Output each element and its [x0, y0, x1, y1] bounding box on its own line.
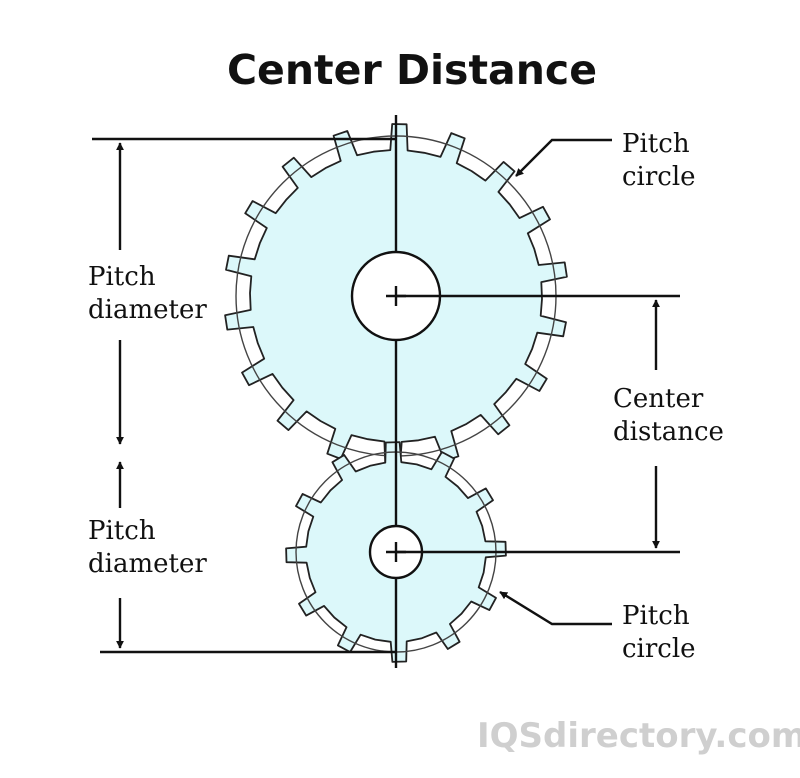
svg-text:circle: circle: [622, 162, 696, 192]
svg-text:circle: circle: [622, 634, 696, 664]
bottom-pitch-circle-leader: [499, 590, 612, 626]
svg-text:Pitch: Pitch: [622, 601, 690, 631]
svg-text:distance: distance: [613, 417, 724, 447]
top-pitch-circle-leader: [515, 138, 612, 177]
watermark: IQSdirectory.com: [477, 716, 800, 756]
bottom-pitch-diameter-label: Pitch diameter: [88, 516, 207, 579]
top-pitch-diameter-label: Pitch diameter: [88, 262, 207, 325]
top-pitch-circle-label: Pitch circle: [622, 129, 696, 192]
svg-text:Center: Center: [613, 384, 704, 414]
svg-text:diameter: diameter: [88, 549, 207, 579]
svg-text:Pitch: Pitch: [88, 516, 156, 546]
svg-text:Pitch: Pitch: [622, 129, 690, 159]
diagram-title: Center Distance: [227, 46, 597, 94]
svg-text:Pitch: Pitch: [88, 262, 156, 292]
bottom-pitch-circle-label: Pitch circle: [622, 601, 696, 664]
center-distance-label: Center distance: [613, 384, 724, 447]
svg-text:diameter: diameter: [88, 295, 207, 325]
